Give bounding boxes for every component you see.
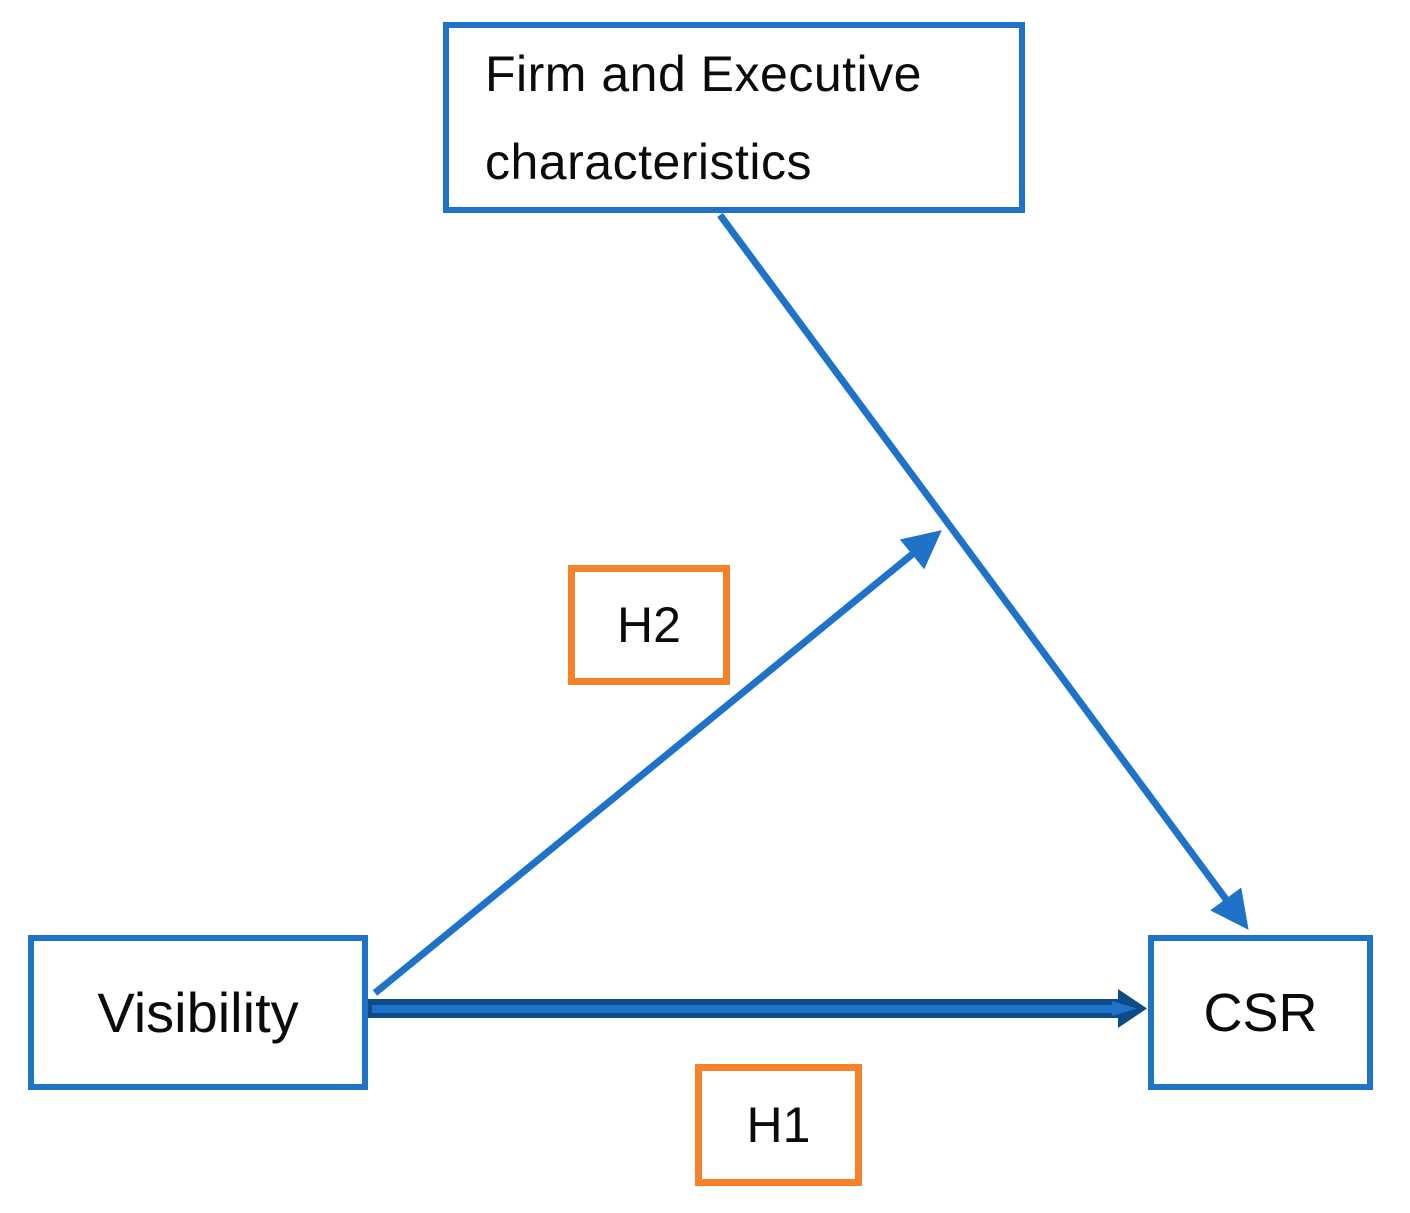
h2-arrow [372, 530, 942, 996]
hypothesis-text: H1 [746, 1097, 811, 1153]
node-csr: CSR [1148, 935, 1373, 1090]
node-label: CSR [1203, 982, 1318, 1043]
node-label: Visibility [97, 981, 299, 1044]
hypothesis-text: H2 [617, 597, 681, 653]
hypothesis-label-h1: H1 [695, 1064, 862, 1186]
moderation-arrow [717, 212, 1249, 930]
h1-arrow-inner-stripe [372, 1001, 1137, 1016]
node-label: Firm and Executive characteristics [485, 45, 922, 190]
hypothesis-label-h2: H2 [568, 565, 730, 685]
node-firm-executive-characteristics: Firm and Executive characteristics [443, 22, 1025, 213]
node-visibility: Visibility [28, 935, 368, 1090]
